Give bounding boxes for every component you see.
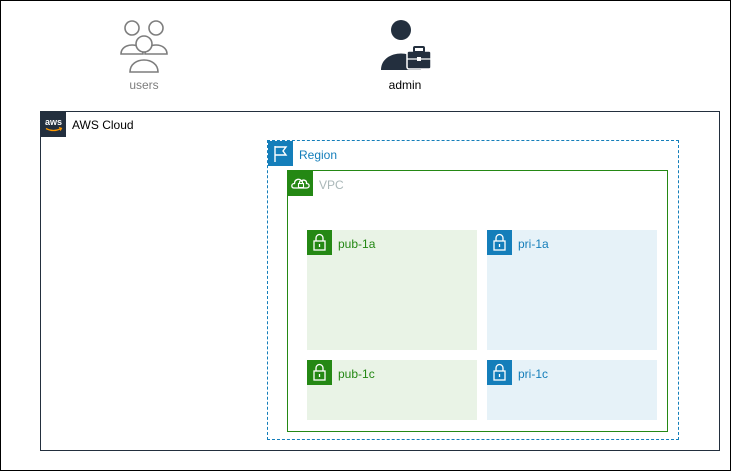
subnet-label: pub-1c (338, 367, 375, 381)
vpc-cloud-lock-icon (288, 171, 313, 196)
subnet-pub-1a[interactable]: pub-1a (307, 230, 477, 350)
users-icon (120, 18, 168, 74)
subnet-lock-icon (487, 230, 512, 255)
admin-icon (379, 18, 433, 72)
aws-cloud-label: AWS Cloud (72, 118, 134, 132)
subnet-label: pub-1a (338, 237, 376, 251)
admin-label: admin (388, 78, 422, 92)
vpc-group[interactable]: VPC (287, 170, 668, 432)
subnet-lock-icon (487, 360, 512, 385)
users-label: users (129, 78, 159, 92)
subnet-pri-1c[interactable]: pri-1c (487, 360, 657, 420)
subnet-label: pri-1c (518, 367, 549, 381)
subnet-lock-icon (307, 230, 332, 255)
region-flag-icon (268, 141, 293, 166)
users-actor[interactable]: users (112, 16, 176, 96)
subnet-pri-1a[interactable]: pri-1a (487, 230, 657, 350)
region-label: Region (299, 148, 338, 162)
admin-actor[interactable]: admin (373, 16, 437, 96)
subnet-lock-icon (307, 360, 332, 385)
subnet-pub-1c[interactable]: pub-1c (307, 360, 477, 420)
aws-logo-icon: aws (41, 112, 66, 137)
vpc-label: VPC (319, 178, 344, 192)
region-group[interactable]: Region (267, 140, 679, 440)
aws-logo-text: aws (45, 117, 62, 127)
aws-cloud-group[interactable]: aws AWS Cloud (40, 111, 720, 451)
subnet-label: pri-1a (518, 237, 549, 251)
